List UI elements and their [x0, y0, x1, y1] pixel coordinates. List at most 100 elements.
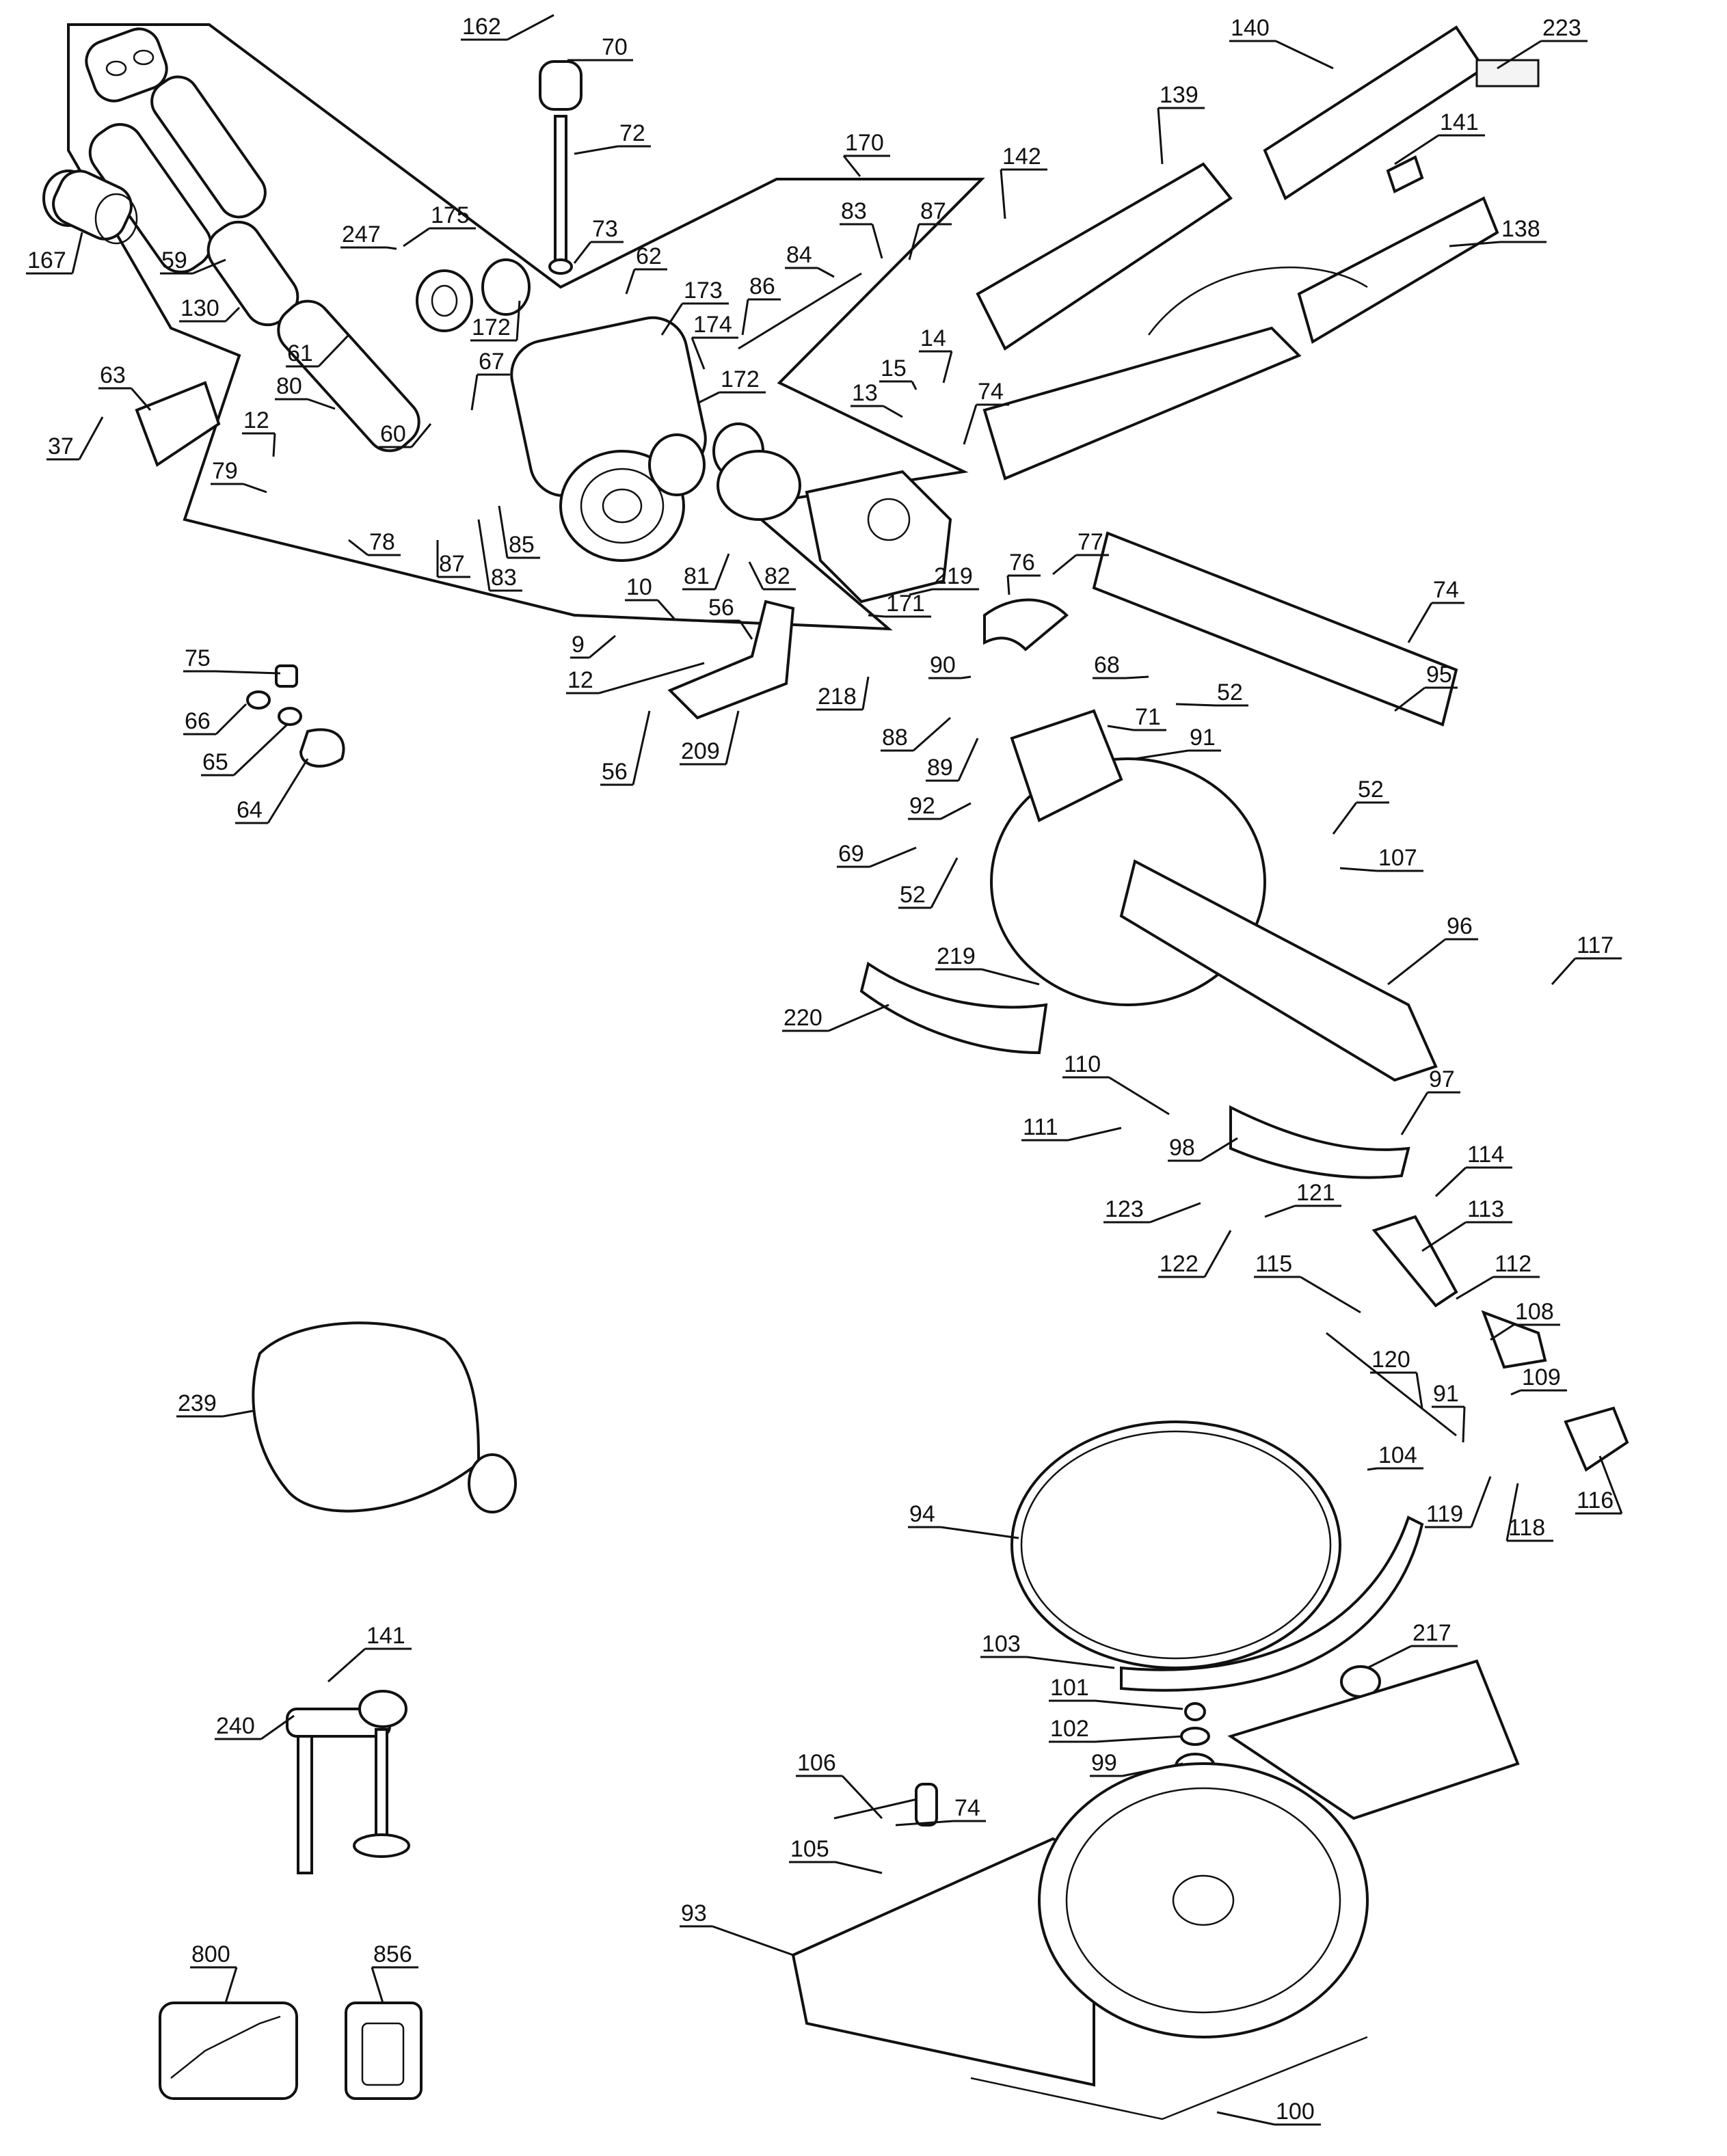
callout-leader: [1134, 749, 1189, 760]
callout-leader: [1367, 1467, 1378, 1471]
callout-leader: [868, 614, 885, 618]
callout-c63: 63: [98, 362, 152, 411]
callout-label: 223: [1542, 15, 1581, 41]
callout-c86: 86: [741, 273, 781, 336]
turntable-96: [990, 709, 1438, 1082]
callout-label: 97: [1429, 1066, 1455, 1092]
callout-label: 88: [882, 725, 908, 751]
callout-leader: [1339, 867, 1378, 872]
callout-c97: 97: [1400, 1066, 1460, 1135]
callout-leader: [1157, 107, 1164, 165]
callout-label: 138: [1501, 216, 1540, 242]
callout-leader: [1510, 1389, 1521, 1396]
callout-c81: 81: [682, 553, 730, 591]
callout-leader: [371, 1967, 384, 2004]
callout-c105: 105: [789, 1836, 883, 1874]
guard-220: [859, 961, 1048, 1055]
callout-c121: 121: [1264, 1180, 1341, 1218]
callout-label: 52: [1358, 777, 1384, 803]
callout-label: 122: [1160, 1251, 1199, 1277]
callout-label: 87: [439, 551, 465, 577]
callout-label: 142: [1002, 144, 1041, 170]
callout-label: 52: [1217, 679, 1243, 705]
callout-leader: [327, 1647, 366, 1683]
callout-c108: 108: [1490, 1299, 1560, 1341]
callout-c64: 64: [235, 758, 309, 824]
callout-c118: 118: [1505, 1483, 1553, 1542]
callout-label: 89: [927, 755, 953, 781]
callout-c37: 37: [46, 416, 104, 461]
callout-leader: [307, 398, 336, 410]
callout-leader: [1551, 957, 1577, 986]
callout-label: 61: [287, 340, 313, 366]
callout-c91b: 91: [1432, 1381, 1466, 1443]
callout-c59: 59: [160, 247, 226, 275]
callout-c70: 70: [567, 34, 633, 62]
callout-leader: [1394, 134, 1439, 165]
callout-leader: [817, 267, 835, 278]
callout-label: 220: [784, 1005, 822, 1031]
callout-label: 79: [212, 458, 238, 484]
callout-leader: [1434, 1166, 1467, 1198]
callout-label: 100: [1276, 2099, 1315, 2125]
callout-leader: [957, 738, 979, 781]
guard-76: [983, 598, 1069, 651]
callout-c141b: 141: [327, 1623, 412, 1683]
callout-c95: 95: [1394, 662, 1458, 712]
callout-label: 81: [684, 563, 710, 589]
callout-leader: [1332, 802, 1358, 835]
callout-c800: 800: [190, 1941, 238, 2004]
callout-label: 96: [1447, 913, 1473, 939]
callout-leader: [410, 423, 432, 448]
callout-label: 98: [1169, 1135, 1195, 1161]
scale-103: [1120, 1515, 1424, 1692]
callout-label: 67: [479, 349, 505, 375]
callout-leader: [507, 14, 554, 41]
callout-leader: [267, 758, 309, 824]
callout-c103: 103: [980, 1631, 1115, 1669]
callout-leader: [725, 710, 740, 765]
callout-label: 62: [636, 243, 662, 269]
callout-label: 118: [1508, 1515, 1545, 1541]
callout-c66: 66: [183, 703, 247, 736]
rod-106: [833, 1783, 938, 1827]
callout-leader: [1387, 938, 1446, 986]
callout-c52c: 52: [898, 857, 959, 909]
bracket-63: [135, 381, 221, 468]
callout-leader: [842, 155, 861, 177]
callout-leader: [697, 391, 720, 405]
callout-c10: 10: [625, 574, 675, 619]
callout-label: 171: [886, 591, 925, 617]
callout-label: 78: [369, 529, 395, 555]
callout-label: 102: [1050, 1716, 1089, 1742]
callout-c101: 101: [1049, 1675, 1183, 1710]
callout-leader: [656, 599, 675, 619]
callout-leader: [660, 303, 684, 336]
callout-label: 162: [462, 14, 501, 40]
callout-leader: [224, 306, 241, 323]
callout-leader: [215, 703, 247, 736]
callout-label: 239: [178, 1390, 217, 1416]
callout-leader: [1107, 725, 1134, 731]
callout-c104: 104: [1367, 1442, 1423, 1471]
callout-label: 112: [1495, 1251, 1531, 1277]
callout-leader: [192, 258, 226, 275]
callout-leader: [1407, 602, 1433, 643]
callout-label: 73: [592, 216, 618, 242]
callout-label: 110: [1064, 1051, 1101, 1077]
callout-c219a: 219: [909, 563, 979, 596]
callout-label: 116: [1577, 1487, 1614, 1513]
callout-leader: [911, 381, 918, 390]
callout-label: 139: [1160, 82, 1199, 108]
callout-label: 141: [366, 1623, 405, 1649]
base-93: [791, 1659, 1520, 2120]
callout-c83a: 83: [840, 198, 883, 259]
callout-label: 107: [1378, 845, 1417, 871]
callout-label: 74: [1433, 577, 1459, 603]
callout-leader: [130, 388, 152, 411]
callout-c15: 15: [879, 355, 918, 390]
callout-leader: [348, 539, 369, 556]
callout-label: 87: [920, 198, 946, 224]
callout-c78: 78: [348, 529, 401, 556]
callout-leader: [1490, 1323, 1514, 1341]
